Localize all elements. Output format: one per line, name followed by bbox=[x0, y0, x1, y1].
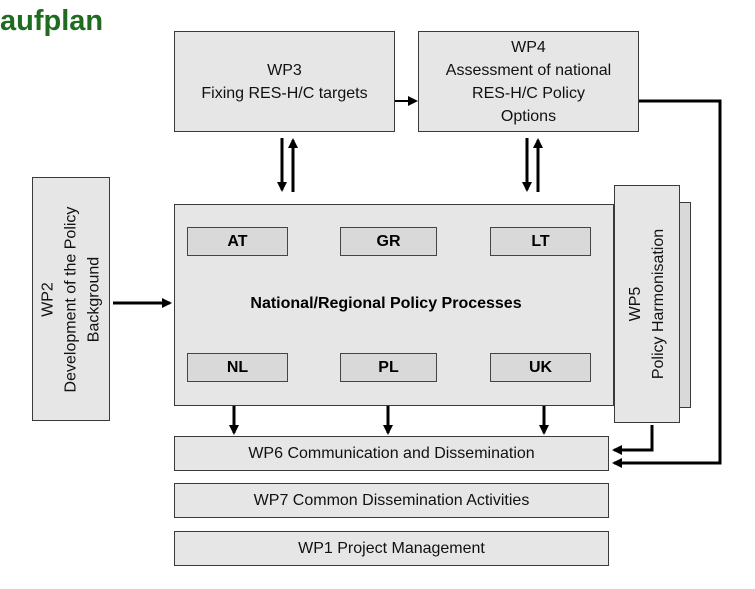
country-at: AT bbox=[187, 227, 288, 256]
country-nl: NL bbox=[187, 353, 288, 382]
wp6-label: WP6 Communication and Dissemination bbox=[248, 445, 535, 462]
arrow-wp4-to-wp6 bbox=[612, 99, 722, 468]
wp7-label: WP7 Common Dissemination Activities bbox=[253, 492, 530, 509]
wp4-title-line2: RES-H/C Policy bbox=[472, 84, 585, 102]
wp1-box: WP1 Project Management bbox=[174, 531, 609, 566]
wp3-box: WP3 Fixing RES-H/C targets bbox=[174, 31, 395, 132]
country-lt: LT bbox=[490, 227, 591, 256]
wp2-number: WP2 bbox=[39, 281, 57, 317]
country-pl: PL bbox=[340, 353, 437, 382]
arrow-wp5-to-wp6 bbox=[612, 425, 654, 455]
wp5-number-front: WP5 bbox=[627, 286, 644, 322]
wp4-number: WP4 bbox=[511, 38, 546, 56]
page-title: aufplan bbox=[0, 5, 104, 37]
center-label: National/Regional Policy Processes bbox=[250, 295, 522, 312]
wp3-number: WP3 bbox=[267, 61, 302, 79]
wp4-title-line1: Assessment of national bbox=[445, 61, 612, 79]
country-gr: GR bbox=[340, 227, 437, 256]
wp6-box: WP6 Communication and Dissemination bbox=[174, 436, 609, 471]
wp5-title-front: Policy Harmonisation bbox=[650, 228, 667, 380]
wp2-box: WP2 Development of the Policy Background bbox=[32, 177, 110, 421]
wp2-title-line2: Background bbox=[85, 256, 103, 342]
wp3-title: Fixing RES-H/C targets bbox=[201, 84, 368, 102]
country-uk: UK bbox=[490, 353, 591, 382]
wp1-label: WP1 Project Management bbox=[298, 540, 485, 557]
wp2-title-line1: Development of the Policy bbox=[62, 206, 80, 392]
wp4-title-line3: Options bbox=[500, 107, 557, 125]
wp7-box: WP7 Common Dissemination Activities bbox=[174, 483, 609, 518]
wp5-box-front: WP5 Policy Harmonisation bbox=[614, 185, 680, 423]
wp4-box: WP4 Assessment of national RES-H/C Polic… bbox=[418, 31, 639, 132]
